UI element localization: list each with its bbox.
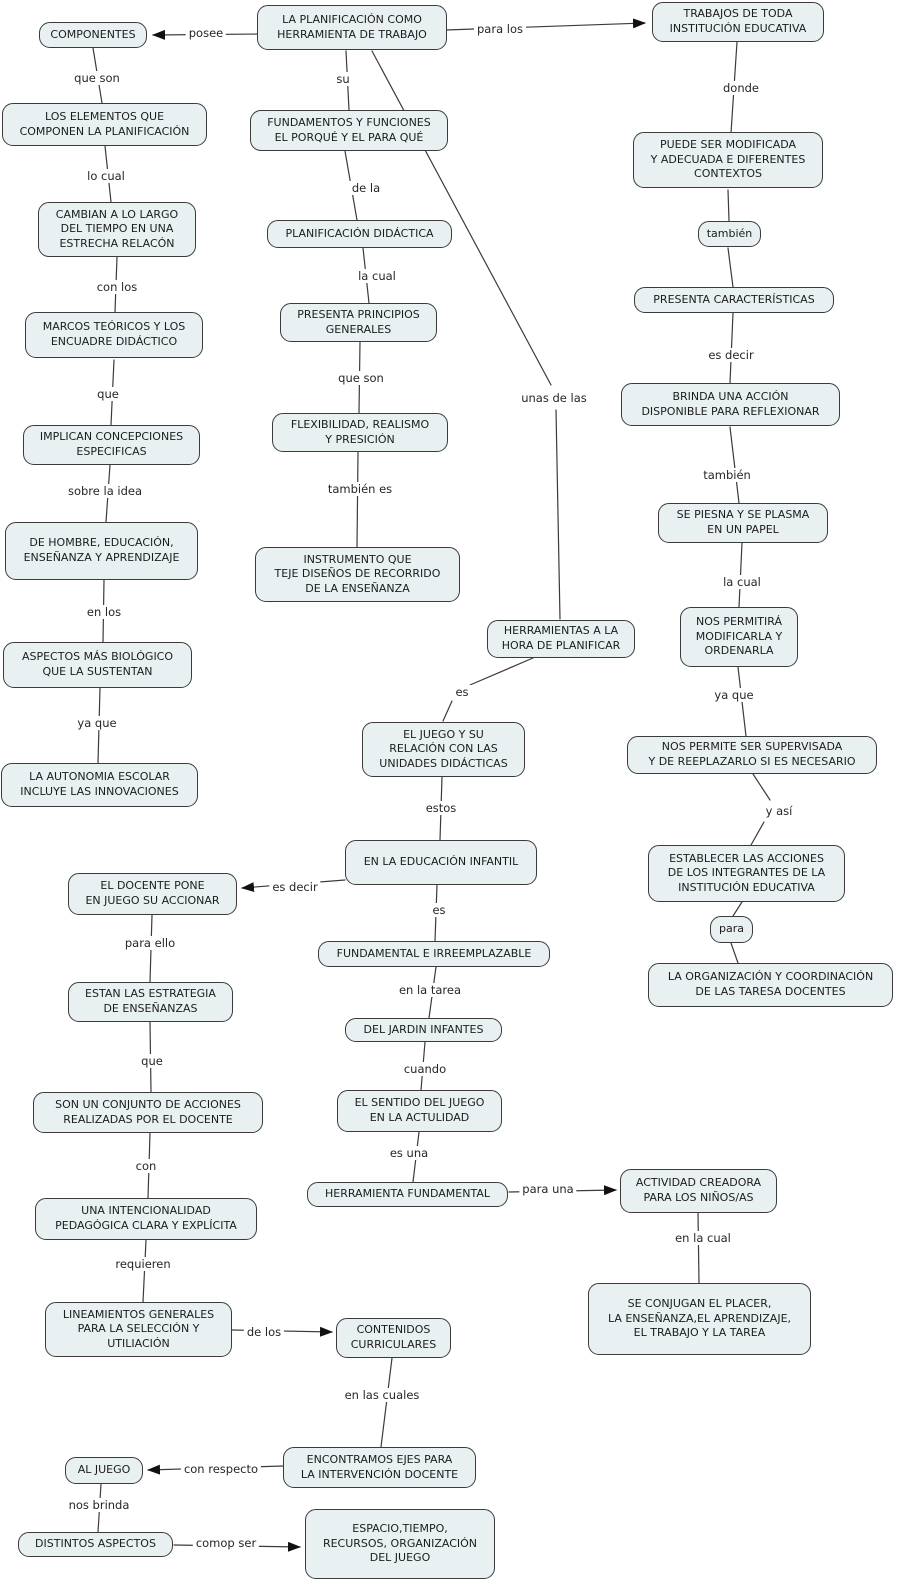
link-label-que-izq: que	[94, 387, 122, 401]
link-label-de-los: de los	[243, 1325, 285, 1339]
link-label-que-son-med: que son	[335, 371, 387, 385]
link-label-nos-brinda: nos brinda	[65, 1498, 133, 1512]
link-label-la-cual-med: la cual	[355, 269, 399, 283]
link-label-posee: posee	[185, 26, 227, 40]
concept-node-marcos-teoricos[interactable]: MARCOS TEÓRICOS Y LOS ENCUADRE DIDÁCTICO	[25, 312, 203, 358]
concept-node-se-piesna-plasma[interactable]: SE PIESNA Y SE PLASMA EN UN PAPEL	[658, 503, 828, 543]
concept-node-actividad-creadora[interactable]: ACTIVIDAD CREADORA PARA LOS NIÑOS/AS	[620, 1169, 777, 1213]
concept-node-cambian-tiempo[interactable]: CAMBIAN A LO LARGO DEL TIEMPO EN UNA EST…	[38, 202, 196, 257]
concept-node-conjugan-placer[interactable]: SE CONJUGAN EL PLACER, LA ENSEÑANZA,EL A…	[588, 1283, 811, 1355]
connector-line-26	[730, 942, 739, 964]
concept-node-contenidos-curriculares[interactable]: CONTENIDOS CURRICULARES	[336, 1318, 451, 1358]
concept-node-principios-generales[interactable]: PRESENTA PRINCIPIOS GENERALES	[280, 303, 437, 342]
link-label-lo-cual: lo cual	[84, 169, 128, 183]
link-label-para-una: para una	[519, 1182, 577, 1196]
link-label-para-los: para los	[474, 22, 526, 36]
concept-node-autonomia-escolar[interactable]: LA AUTONOMIA ESCOLAR INCLUYE LAS INNOVAC…	[1, 763, 198, 807]
connector-line-15	[356, 451, 359, 548]
concept-node-fundamentos-funciones[interactable]: FUNDAMENTOS Y FUNCIONES EL PORQUÉ Y EL P…	[250, 110, 448, 151]
connector-line-17	[727, 189, 730, 222]
connector-line-36	[697, 1212, 700, 1284]
concept-node-elementos-planificacion[interactable]: LOS ELEMENTOS QUE COMPONEN LA PLANIFICAC…	[2, 103, 207, 146]
link-label-es-una: es una	[386, 1146, 432, 1160]
concept-node-sentido-juego[interactable]: EL SENTIDO DEL JUEGO EN LA ACTULIDAD	[337, 1090, 502, 1132]
link-label-con: con	[132, 1159, 160, 1173]
concept-node-educacion-infantil[interactable]: EN LA EDUCACIÓN INFANTIL	[345, 840, 537, 885]
connector-line-25	[732, 901, 743, 917]
concept-node-establecer-acciones[interactable]: ESTABLECER LAS ACCIONES DE LOS INTEGRANT…	[648, 845, 845, 902]
link-label-en-la-tarea: en la tarea	[395, 983, 465, 997]
concept-node-lineamientos-generales[interactable]: LINEAMIENTOS GENERALES PARA LA SELECCIÓN…	[45, 1302, 232, 1357]
link-label-tambien-es: también es	[324, 482, 396, 496]
link-label-de-la: de la	[348, 181, 384, 195]
concept-node-trabajos-institucion[interactable]: TRABAJOS DE TODA INSTITUCIÓN EDUCATIVA	[652, 2, 824, 42]
link-label-en-la-cual: en la cual	[672, 1231, 734, 1245]
connector-line-18	[727, 247, 734, 288]
link-label-comop-ser: comop ser	[192, 1536, 260, 1550]
link-label-es-decir-med: es decir	[269, 880, 321, 894]
link-label-donde: donde	[720, 81, 762, 95]
link-label-es-decir-der: es decir	[705, 348, 757, 362]
concept-node-intencionalidad-pedagogica[interactable]: UNA INTENCIONALIDAD PEDAGÓGICA CLARA Y E…	[35, 1198, 257, 1240]
link-label-en-los: en los	[83, 605, 125, 619]
concept-node-aspectos-biologicos[interactable]: ASPECTOS MÁS BIOLÓGICO QUE LA SUSTENTAN	[3, 642, 192, 688]
connector-line-40	[142, 1239, 147, 1303]
concept-node-hombre-educacion[interactable]: DE HOMBRE, EDUCACIÓN, ENSEÑANZA Y APREND…	[5, 522, 198, 580]
link-label-con-los: con los	[93, 280, 141, 294]
link-label-es-herramientas: es	[452, 685, 472, 699]
concept-node-ejes-intervencion[interactable]: ENCONTRAMOS EJES PARA LA INTERVENCIÓN DO…	[283, 1447, 476, 1488]
concept-node-planificacion-didactica[interactable]: PLANIFICACIÓN DIDÁCTICA	[267, 220, 452, 248]
link-label-con-respecto: con respecto	[180, 1462, 262, 1476]
concept-node-juego-unidades[interactable]: EL JUEGO Y SU RELACIÓN CON LAS UNIDADES …	[362, 722, 525, 777]
concept-node-distintos-aspectos[interactable]: DISTINTOS ASPECTOS	[18, 1532, 173, 1557]
concept-node-instrumento-teje[interactable]: INSTRUMENTO QUE TEJE DISEÑOS DE RECORRID…	[255, 547, 460, 602]
concept-node-espacio-tiempo-recursos[interactable]: ESPACIO,TIEMPO, RECURSOS, ORGANIZACIÓN D…	[305, 1509, 495, 1579]
link-label-la-cual-der: la cual	[720, 575, 764, 589]
concept-node-brinda-accion[interactable]: BRINDA UNA ACCIÓN DISPONIBLE PARA REFLEX…	[621, 383, 840, 426]
concept-node-estrategia-ensenanzas[interactable]: ESTAN LAS ESTRATEGIA DE ENSEÑANZAS	[68, 982, 233, 1022]
concept-node-herramienta-fundamental[interactable]: HERRAMIENTA FUNDAMENTAL	[307, 1182, 508, 1207]
link-label-estos: estos	[422, 801, 460, 815]
concept-node-organizacion-coordinacion[interactable]: LA ORGANIZACIÓN Y COORDINACIÓN DE LAS TA…	[648, 963, 893, 1007]
concept-node-fundamental-irreemplazable[interactable]: FUNDAMENTAL E IRREEMPLAZABLE	[318, 941, 550, 967]
link-label-sobre-la-idea: sobre la idea	[64, 484, 146, 498]
concept-node-al-juego[interactable]: AL JUEGO	[65, 1457, 143, 1484]
connector-line-28	[442, 700, 453, 722]
concept-node-flexibilidad-realismo[interactable]: FLEXIBILIDAD, REALISMO Y PRESICIÓN	[272, 413, 448, 452]
connector-line-3	[371, 50, 552, 386]
connector-line-42	[380, 1357, 393, 1448]
concept-node-presenta-caracteristicas[interactable]: PRESENTA CARACTERÍSTICAS	[634, 287, 834, 313]
link-label-requieren: requieren	[112, 1257, 174, 1271]
link-label-que-estrategias: que	[138, 1054, 166, 1068]
connector-line-24	[750, 821, 765, 846]
link-label-tambien-der: también	[700, 468, 754, 482]
concept-node-jardin-infantes[interactable]: DEL JARDIN INFANTES	[345, 1018, 502, 1042]
link-label-y-asi: y así	[762, 804, 796, 818]
concept-node-docente-accionar[interactable]: EL DOCENTE PONE EN JUEGO SU ACCIONAR	[68, 873, 237, 915]
concept-node-nos-permitira-modificarla[interactable]: NOS PERMITIRÁ MODIFICARLA Y ORDENARLA	[680, 607, 798, 667]
concept-node-implican-concepciones[interactable]: IMPLICAN CONCEPCIONES ESPECIFICAS	[23, 425, 200, 465]
connector-line-4	[555, 409, 561, 620]
link-label-que-son-izq: que son	[71, 71, 123, 85]
link-label-unas-de-las: unas de las	[518, 391, 590, 405]
concept-node-tambien-chip[interactable]: también	[698, 221, 761, 247]
link-label-es-infantil: es	[429, 903, 449, 917]
connector-line-23	[752, 773, 771, 801]
concept-node-conjunto-acciones[interactable]: SON UN CONJUNTO DE ACCIONES REALIZADAS P…	[33, 1092, 263, 1133]
link-label-para-ello: para ello	[121, 936, 179, 950]
concept-node-puede-ser-modificada[interactable]: PUEDE SER MODIFICADA Y ADECUADA E DIFERE…	[633, 132, 823, 188]
connector-line-27	[469, 657, 534, 686]
link-label-en-las-cuales: en las cuales	[341, 1388, 423, 1402]
connector-line-20	[729, 426, 740, 504]
link-label-ya-que-der: ya que	[711, 688, 757, 702]
link-label-su: su	[333, 72, 353, 86]
concept-node-planificacion-herramienta[interactable]: LA PLANIFICACIÓN COMO HERRAMIENTA DE TRA…	[257, 5, 447, 50]
concept-node-para-chip[interactable]: para	[710, 916, 753, 943]
concept-node-herramientas-planificar[interactable]: HERRAMIENTAS A LA HORA DE PLANIFICAR	[487, 620, 635, 658]
concept-node-componentes[interactable]: COMPONENTES	[39, 22, 147, 48]
concept-node-permite-supervisada[interactable]: NOS PERMITE SER SUPERVISADA Y DE REEPLAZ…	[627, 736, 877, 774]
link-label-ya-que-izq: ya que	[74, 716, 120, 730]
link-label-cuando: cuando	[400, 1062, 450, 1076]
